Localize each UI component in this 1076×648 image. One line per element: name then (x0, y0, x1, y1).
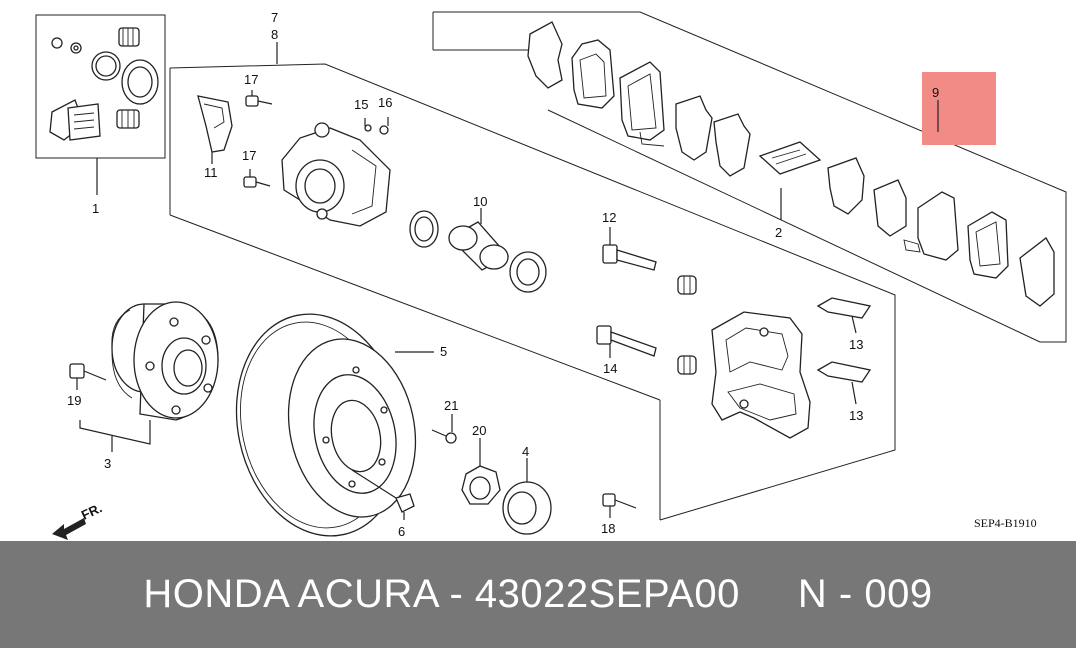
piston-dust-boot (509, 251, 547, 293)
front-direction-label: FR. (79, 500, 104, 522)
caliper-bolt-lower (243, 169, 271, 188)
label-part-14: 14 (603, 361, 617, 376)
pin-boot-upper (677, 275, 697, 295)
label-part-17-upper: 17 (244, 72, 258, 87)
label-part-2: 2 (775, 225, 782, 240)
label-part-10: 10 (473, 194, 487, 209)
label-part-13-upper: 13 (849, 337, 863, 352)
brake-disc-rotor (235, 313, 434, 537)
pad-set-box (432, 11, 1067, 343)
pad-set-parts (527, 21, 1055, 307)
pad-spring-clip (197, 95, 233, 164)
label-part-15: 15 (354, 97, 368, 112)
caliper-bracket (711, 311, 811, 439)
label-part-8: 8 (271, 27, 278, 42)
wheel-hub-assembly (79, 301, 219, 452)
caliper-body (281, 117, 391, 227)
label-part-16: 16 (378, 95, 392, 110)
label-part-1: 1 (92, 201, 99, 216)
guide-pin-upper (602, 227, 657, 271)
caliper-bolt-upper (245, 90, 273, 107)
label-part-17-lower: 17 (242, 148, 256, 163)
label-part-21: 21 (444, 398, 458, 413)
label-part-5: 5 (440, 344, 447, 359)
pad-shim-upper (816, 297, 872, 334)
front-direction-arrow (52, 518, 86, 540)
caliper-assembly-box (169, 42, 896, 521)
pad-shim-lower (816, 361, 872, 405)
label-part-13-lower: 13 (849, 408, 863, 423)
label-part-19: 19 (67, 393, 81, 408)
label-part-4: 4 (522, 444, 529, 459)
part-number-banner: HONDA ACURA - 43022SEPA00 N - 009 (0, 541, 1076, 648)
spindle-nut (461, 438, 501, 505)
label-part-18: 18 (601, 521, 615, 536)
label-part-12: 12 (602, 210, 616, 225)
label-part-9: 9 (932, 85, 939, 100)
part-number-text: HONDA ACURA - 43022SEPA00 N - 009 (143, 572, 933, 616)
highlight-part-9 (922, 72, 996, 145)
label-part-7: 7 (271, 10, 278, 25)
seal-kit-box (35, 14, 166, 195)
hub-bolt (69, 363, 107, 390)
caliper-piston (448, 208, 510, 271)
wheel-stud (431, 414, 457, 444)
pin-boot-lower (677, 355, 697, 375)
guide-pin-lower (596, 325, 657, 358)
diagram-code: SEP4-B1910 (974, 516, 1037, 530)
piston-seal-ring (409, 210, 439, 248)
hub-cap (502, 458, 552, 535)
label-part-11: 11 (204, 165, 218, 180)
bracket-bolt (602, 493, 637, 518)
label-part-20: 20 (472, 423, 486, 438)
brake-parts-diagram: 1 7 8 11 17 17 (35, 10, 1067, 540)
label-part-6: 6 (398, 524, 405, 539)
label-part-3: 3 (104, 456, 111, 471)
rotor-screw (395, 493, 415, 520)
